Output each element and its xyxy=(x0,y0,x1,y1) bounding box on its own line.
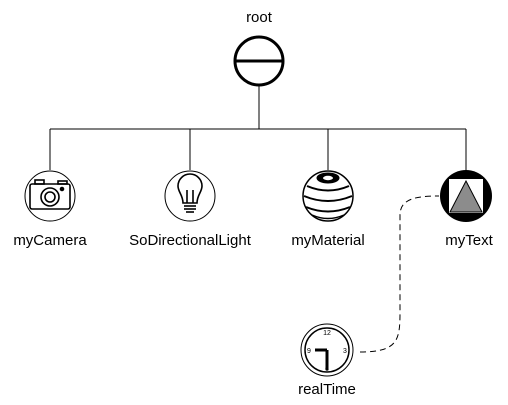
tree-connectors xyxy=(49,85,467,170)
group-node-icon xyxy=(233,35,285,87)
clock-number-3: 3 xyxy=(343,348,347,355)
realtime-label: realTime xyxy=(298,381,356,398)
text-shape-icon xyxy=(440,170,492,222)
camera-icon xyxy=(29,179,71,210)
clock-number-9: 9 xyxy=(307,348,311,355)
camera-node[interactable]: myCamera xyxy=(13,170,87,249)
material-sphere-icon xyxy=(303,172,353,220)
clock-icon: 12 3 6 9 xyxy=(300,323,354,377)
light-node[interactable]: SoDirectionalLight xyxy=(129,170,252,249)
clock-number-12: 12 xyxy=(323,330,331,337)
realtime-node[interactable]: 12 3 6 9 realTime xyxy=(298,323,356,398)
material-label: myMaterial xyxy=(291,232,364,249)
root-node[interactable]: root xyxy=(233,9,285,87)
light-label: SoDirectionalLight xyxy=(129,232,252,249)
root-label: root xyxy=(246,9,273,26)
material-node[interactable]: myMaterial xyxy=(291,170,365,249)
text-node[interactable]: myText xyxy=(440,170,494,249)
light-bulb-icon xyxy=(177,173,203,213)
realtime-connection-dashed xyxy=(359,195,440,353)
camera-label: myCamera xyxy=(13,232,87,249)
text-label: myText xyxy=(445,232,493,249)
material-node-circle xyxy=(302,170,354,222)
